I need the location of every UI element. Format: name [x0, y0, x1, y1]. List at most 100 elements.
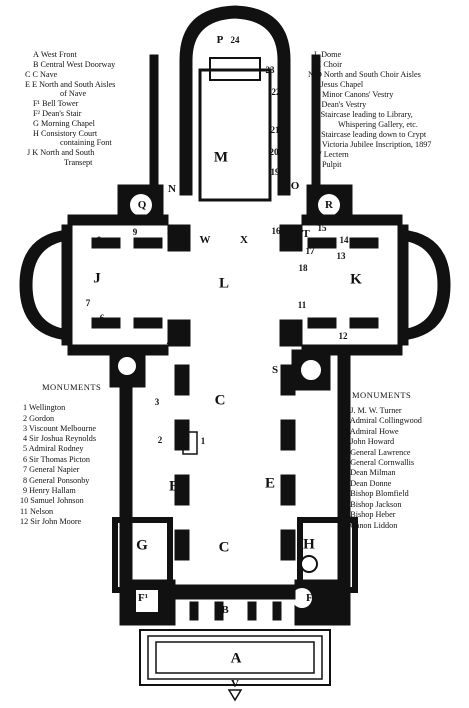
plan-label-e2: E: [264, 475, 276, 492]
legend-left-item: F² Dean's Stair: [33, 109, 82, 118]
monument-item: 5 Admiral Rodney: [23, 444, 84, 453]
v-arrow: [227, 689, 243, 702]
west-portico-wall: [174, 584, 296, 600]
monument-item: 16 John Howard: [340, 437, 395, 446]
legend-left-item: C C Nave: [25, 70, 58, 79]
plan-num-6: 6: [99, 313, 105, 323]
south-porch: [401, 229, 451, 341]
plan-label-f2: F²: [305, 592, 317, 604]
nave-north-wall: [119, 354, 133, 586]
monument-item: 21 Bishop Blomfield: [340, 489, 409, 498]
legend-right-item: L Dome: [314, 50, 342, 59]
vestry-q-room: [130, 194, 152, 216]
monument-item: 20 Dean Donne: [340, 479, 392, 488]
wellington-monument-mark: [182, 431, 198, 455]
plan-label-c1: C: [214, 392, 226, 409]
monument-item: 8 General Ponsonby: [23, 476, 90, 485]
choir-north-outer-wall: [149, 54, 159, 196]
plan-num-11: 11: [297, 300, 307, 310]
plan-num-5: 5: [101, 344, 107, 354]
plan-num-3: 3: [154, 397, 160, 407]
plan-num-15: 15: [317, 223, 327, 233]
plan-label-o: O: [290, 180, 300, 192]
plan-label-r: R: [325, 199, 333, 211]
plan-num-12: 12: [338, 331, 348, 341]
monument-item: 12 Sir John Moore: [20, 517, 82, 526]
legend-right-item: W Lectern: [314, 150, 349, 159]
plan-num-21: 21: [270, 125, 280, 135]
plan-num-24: 24: [230, 35, 240, 45]
legend-left-item: G Morning Chapel: [33, 119, 95, 128]
monument-item: 15 Admiral Howe: [340, 427, 399, 436]
legend-left-item: A West Front: [33, 50, 77, 59]
north-transept-end-wall: [61, 224, 73, 346]
plan-num-4: 4: [166, 337, 172, 347]
dome-pier-se: [279, 319, 303, 347]
legend-right-item: N O North and South Choir Aisles: [308, 70, 421, 79]
south-transept-top-wall: [301, 214, 403, 226]
legend-right-item: P Jesus Chapel: [314, 80, 364, 89]
legend-left-item: B Central West Doorway: [33, 60, 116, 69]
legend-left-item: J K North and South: [27, 148, 95, 157]
plan-label-w: W: [199, 234, 211, 246]
plan-label-k: K: [350, 271, 362, 288]
monument-item: 19 Dean Milman: [340, 468, 396, 477]
vestry-r-room: [318, 194, 340, 216]
plan-label-b: B: [221, 604, 229, 616]
plan-label-q: Q: [137, 199, 147, 211]
plan-num-2: 2: [157, 435, 163, 445]
north-transept-top-wall: [67, 214, 169, 226]
font-basin: [300, 555, 318, 573]
monuments-heading-left: MONUMENTS: [42, 382, 102, 392]
plan-label-t: T: [302, 228, 310, 240]
legend-left-item: F¹ Bell Tower: [33, 99, 79, 108]
south-stair-block: [291, 349, 331, 391]
monument-item: 4 Sir Joshua Reynolds: [23, 434, 97, 443]
monument-item: 11 Nelson: [20, 507, 54, 516]
monument-item: 6 Sir Thomas Picton: [23, 455, 90, 464]
monument-item: 14 Admiral Collingwood: [340, 416, 422, 425]
altar: [209, 57, 261, 81]
plan-label-c2: C: [218, 539, 230, 556]
dome-pier-nw: [167, 224, 191, 252]
legend-right-item: R Dean's Vestry: [314, 100, 367, 109]
plan-num-8: 8: [96, 235, 102, 245]
plan-num-19: 19: [270, 167, 280, 177]
monuments-heading-right: MONUMENTS: [352, 390, 412, 400]
legend-right-item: X Pulpit: [314, 160, 342, 169]
choir-stalls: [198, 68, 272, 202]
plan-num-14: 14: [339, 235, 349, 245]
monument-item: 17 General Lawrence: [340, 448, 411, 457]
plan-label-j: J: [93, 270, 101, 287]
plan-label-x: X: [240, 234, 248, 246]
monument-item: 7 General Napier: [23, 465, 80, 474]
plan-num-20: 20: [269, 147, 279, 157]
dome-pier-ne: [279, 224, 303, 252]
legend-right-item: S Staircase leading to Library,: [314, 110, 413, 119]
plan-num-22: 22: [271, 87, 281, 97]
plan-num-7: 7: [85, 298, 91, 308]
plan-label-a: A: [230, 650, 242, 667]
library-staircase: [299, 358, 323, 382]
plan-num-13: 13: [336, 251, 346, 261]
plan-num-23: 23: [265, 65, 275, 75]
legend-left-item: E E North and South Aisles: [25, 80, 116, 89]
legend-right-item: T Staircase leading down to Crypt: [314, 130, 427, 139]
dome-pier-sw: [167, 319, 191, 347]
plan-label-l: L: [218, 275, 230, 292]
plan-num-18: 18: [298, 263, 308, 273]
plan-label-v: V: [231, 678, 239, 690]
monument-item: 3 Viscount Melbourne: [23, 424, 97, 433]
monument-item: 13 J. M. W. Turner: [340, 406, 402, 415]
plan-label-f1: F¹: [137, 592, 149, 604]
plan-label-n: N: [168, 183, 176, 195]
south-transept-end-wall: [397, 224, 409, 346]
plan-label-s: S: [271, 364, 279, 376]
monument-item: 18 General Cornwallis: [340, 458, 415, 467]
legend-left-item: of Nave: [60, 89, 87, 98]
legend-left-item: Transept: [64, 158, 93, 167]
plan-label-h: H: [303, 536, 315, 553]
north-porch: [19, 229, 69, 341]
legend-left-item: containing Font: [60, 138, 112, 147]
